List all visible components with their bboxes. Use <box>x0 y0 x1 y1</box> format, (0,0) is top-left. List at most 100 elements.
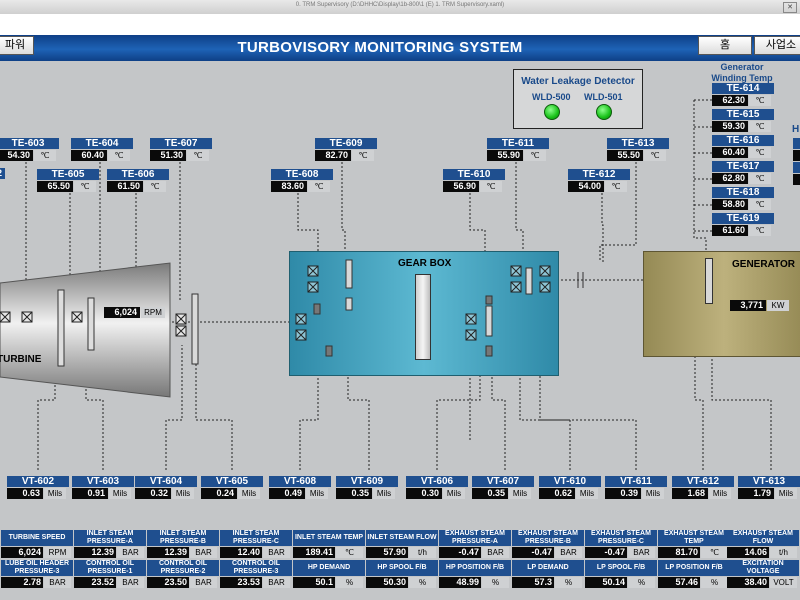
tag-name: VT-603 <box>72 476 134 487</box>
cell-unit: ℃ <box>336 547 363 558</box>
tag-name: TE-612 <box>568 169 630 180</box>
cell-unit: % <box>409 577 436 588</box>
cell-value: 38.40 <box>727 577 769 588</box>
tag-name: VT-612 <box>672 476 734 487</box>
tag-unit: Mils <box>44 488 66 499</box>
tag-value: 0.39 <box>605 488 641 499</box>
gearbox[interactable]: GEAR BOX <box>289 251 559 376</box>
tag-value: 62.80 <box>712 173 748 184</box>
window-close-icon[interactable]: ✕ <box>783 2 797 13</box>
tag-unit: Mils <box>373 488 395 499</box>
tag-value: 82.70 <box>315 150 351 161</box>
tag-value: 0.24 <box>201 488 237 499</box>
tag-name: TE-604 <box>71 138 133 149</box>
cell-value: 57.46 <box>658 577 700 588</box>
tag-value: 0.30 <box>406 488 442 499</box>
cell-unit: t/h <box>409 547 436 558</box>
cell-unit: % <box>336 577 363 588</box>
gearbox-gear-icon <box>415 274 431 360</box>
cell-name: CONTROL OIL PRESSURE-1 <box>74 560 146 576</box>
tag-name: TE-619 <box>712 213 774 224</box>
cell-name: EXHAUST STEAM FLOW <box>727 530 799 546</box>
tag-name: TE-611 <box>487 138 549 149</box>
wld-501-label: WLD-501 <box>584 92 623 102</box>
cell-name: LP DEMAND <box>512 560 584 576</box>
cell-value: 23.53 <box>220 577 262 588</box>
tag-name: VT-611 <box>605 476 667 487</box>
tag-unit: ℃ <box>749 225 771 236</box>
generator[interactable]: GENERATOR 3,771 KW <box>643 251 800 357</box>
tag-unit: ℃ <box>524 150 546 161</box>
cell-unit: BAR <box>44 577 71 588</box>
partial-te-readout: 2 <box>0 168 5 179</box>
cell-name: CONTROL OIL PRESSURE-2 <box>147 560 219 576</box>
tag-unit: Mils <box>576 488 598 499</box>
site-button[interactable]: 사업소 <box>754 36 800 55</box>
cell-name: INLET STEAM PRESSURE-A <box>74 530 146 546</box>
tag-unit: Mils <box>238 488 260 499</box>
generator-shaft <box>705 258 713 304</box>
tag-value: 0.35 <box>472 488 508 499</box>
tag-value: 51.30 <box>150 150 186 161</box>
home-button[interactable]: 홈 <box>698 36 752 55</box>
tag-name: TE-613 <box>607 138 669 149</box>
power-button[interactable]: 파워 <box>0 36 34 55</box>
cell-unit: BAR <box>190 547 217 558</box>
tag-value: 56.90 <box>443 181 479 192</box>
tag-name: VT-609 <box>336 476 398 487</box>
cell-value: 12.40 <box>220 547 262 558</box>
cell-unit: BAR <box>628 547 655 558</box>
